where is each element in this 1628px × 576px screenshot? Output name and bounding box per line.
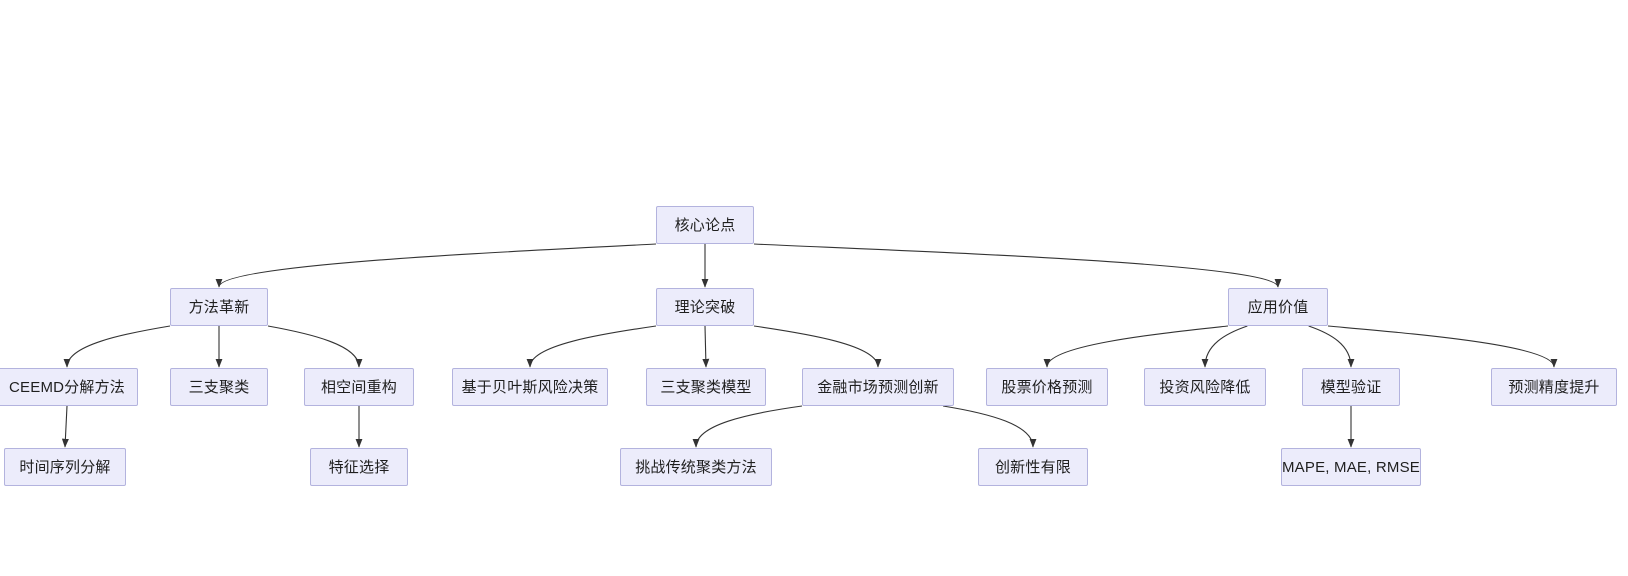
node-l3c3[interactable]: 模型验证 (1302, 368, 1400, 406)
node-label: CEEMD分解方法 (9, 378, 125, 396)
node-label: 时间序列分解 (19, 458, 111, 476)
node-l4c[interactable]: 挑战传统聚类方法 (620, 448, 772, 486)
node-l3c2[interactable]: 投资风险降低 (1144, 368, 1266, 406)
node-label: 特征选择 (328, 458, 390, 476)
node-label: 创新性有限 (994, 458, 1071, 476)
node-label: 基于贝叶斯风险决策 (461, 378, 599, 396)
node-label: 理论突破 (674, 298, 736, 316)
node-l2b[interactable]: 理论突破 (656, 288, 754, 326)
node-label: 应用价值 (1247, 298, 1309, 316)
node-l3b2[interactable]: 三支聚类模型 (646, 368, 766, 406)
node-l4b[interactable]: 特征选择 (310, 448, 408, 486)
node-label: 核心论点 (674, 216, 736, 234)
node-label: 挑战传统聚类方法 (635, 458, 757, 476)
node-l3b3[interactable]: 金融市场预测创新 (802, 368, 954, 406)
node-l3b1[interactable]: 基于贝叶斯风险决策 (452, 368, 608, 406)
node-l4e[interactable]: MAPE, MAE, RMSE (1281, 448, 1421, 486)
node-label: 相空间重构 (320, 378, 397, 396)
node-l3a2[interactable]: 三支聚类 (170, 368, 268, 406)
node-l4d[interactable]: 创新性有限 (978, 448, 1088, 486)
node-l2c[interactable]: 应用价值 (1228, 288, 1328, 326)
node-l3c4[interactable]: 预测精度提升 (1491, 368, 1617, 406)
node-l2a[interactable]: 方法革新 (170, 288, 268, 326)
node-l3a1[interactable]: CEEMD分解方法 (0, 368, 138, 406)
node-label: 模型验证 (1320, 378, 1382, 396)
node-l3a3[interactable]: 相空间重构 (304, 368, 414, 406)
node-root[interactable]: 核心论点 (656, 206, 754, 244)
node-label: 投资风险降低 (1159, 378, 1251, 396)
node-label: MAPE, MAE, RMSE (1281, 458, 1421, 476)
node-label: 方法革新 (188, 298, 250, 316)
node-l3c1[interactable]: 股票价格预测 (986, 368, 1108, 406)
node-label: 预测精度提升 (1508, 378, 1600, 396)
node-label: 三支聚类 (188, 378, 250, 396)
node-label: 股票价格预测 (1001, 378, 1093, 396)
node-label: 三支聚类模型 (660, 378, 752, 396)
node-label: 金融市场预测创新 (817, 378, 939, 396)
node-l4a[interactable]: 时间序列分解 (4, 448, 126, 486)
